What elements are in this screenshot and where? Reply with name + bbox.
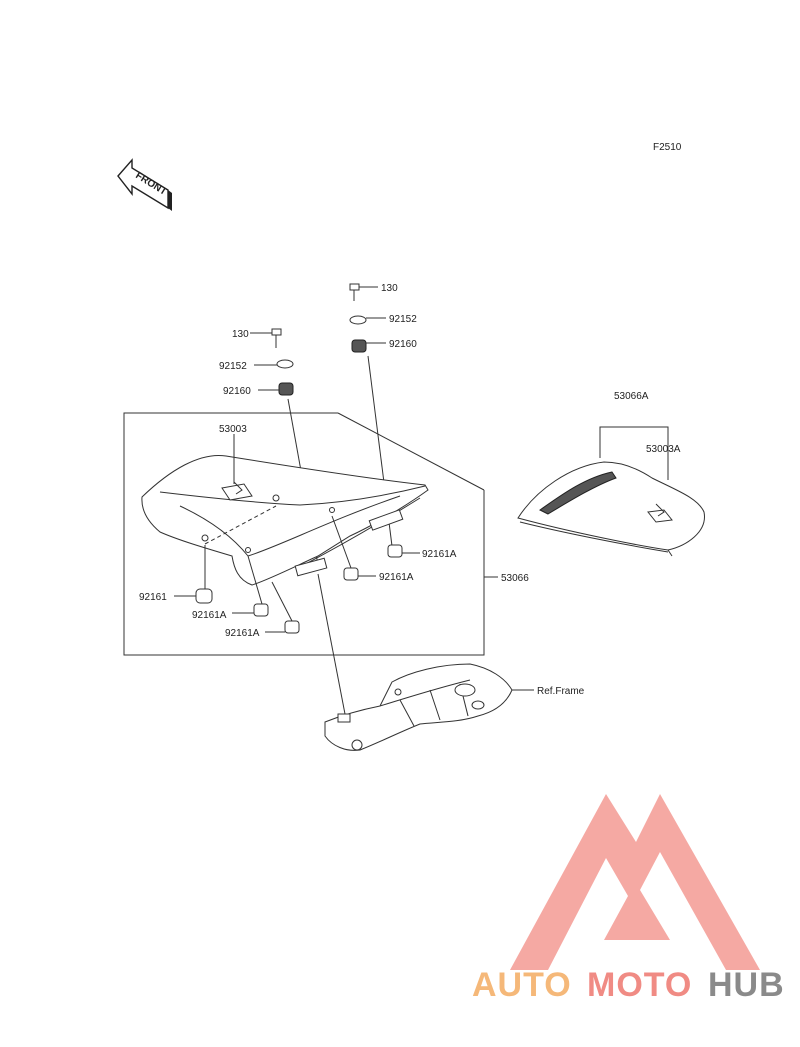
seat-assy-bracket xyxy=(123,412,485,656)
stopper-a2-icon xyxy=(284,620,300,634)
stopper-a4-icon xyxy=(387,544,403,558)
label-stopper-a2: 92161A xyxy=(225,628,260,639)
watermark-text-hub: HUB xyxy=(708,966,785,1004)
stopper-a3-icon xyxy=(343,567,359,581)
front-direction-arrow-icon: FRONT xyxy=(117,158,172,211)
label-stopper-a1: 92161A xyxy=(192,610,227,621)
alignment-line-frame xyxy=(317,573,346,715)
label-stopper-left: 92161 xyxy=(139,592,167,603)
label-stopper-a4: 92161A xyxy=(422,549,457,560)
label-bolt-right: 130 xyxy=(381,283,398,294)
watermark-text-auto: AUTO xyxy=(472,966,572,1004)
stopper-a1-icon xyxy=(253,603,269,617)
bolt-right-icon xyxy=(349,283,360,301)
label-seat-cover: 53003 xyxy=(219,424,247,435)
label-pillion-cover: 53003A xyxy=(646,444,681,455)
frame-ref-icon xyxy=(324,663,513,751)
stopper-left-icon xyxy=(195,588,213,604)
damper-right-icon xyxy=(351,339,367,353)
washer-right-icon xyxy=(349,315,367,325)
label-washer-left: 92152 xyxy=(219,361,247,372)
label-seat-assy: 53066 xyxy=(501,573,529,584)
label-bolt-left: 130 xyxy=(232,329,249,340)
label-pillion-assy: 53066A xyxy=(614,391,649,402)
watermark-text-moto: MOTO xyxy=(587,966,692,1004)
diagram-code: F2510 xyxy=(653,142,682,153)
label-damper-left: 92160 xyxy=(223,386,251,397)
watermark-text: AUTO MOTO HUB xyxy=(472,966,785,1004)
automotohub-logo-icon xyxy=(510,794,760,970)
pillion-bracket xyxy=(599,426,669,480)
pillion-seat-icon xyxy=(517,461,705,557)
rider-seat-icon xyxy=(141,454,429,586)
label-stopper-a3: 92161A xyxy=(379,572,414,583)
washer-left-icon xyxy=(276,359,294,369)
label-ref-frame: Ref.Frame xyxy=(537,686,585,697)
label-damper-right: 92160 xyxy=(389,339,417,350)
label-washer-right: 92152 xyxy=(389,314,417,325)
damper-left-icon xyxy=(278,382,294,396)
bolt-left-icon xyxy=(271,328,282,348)
